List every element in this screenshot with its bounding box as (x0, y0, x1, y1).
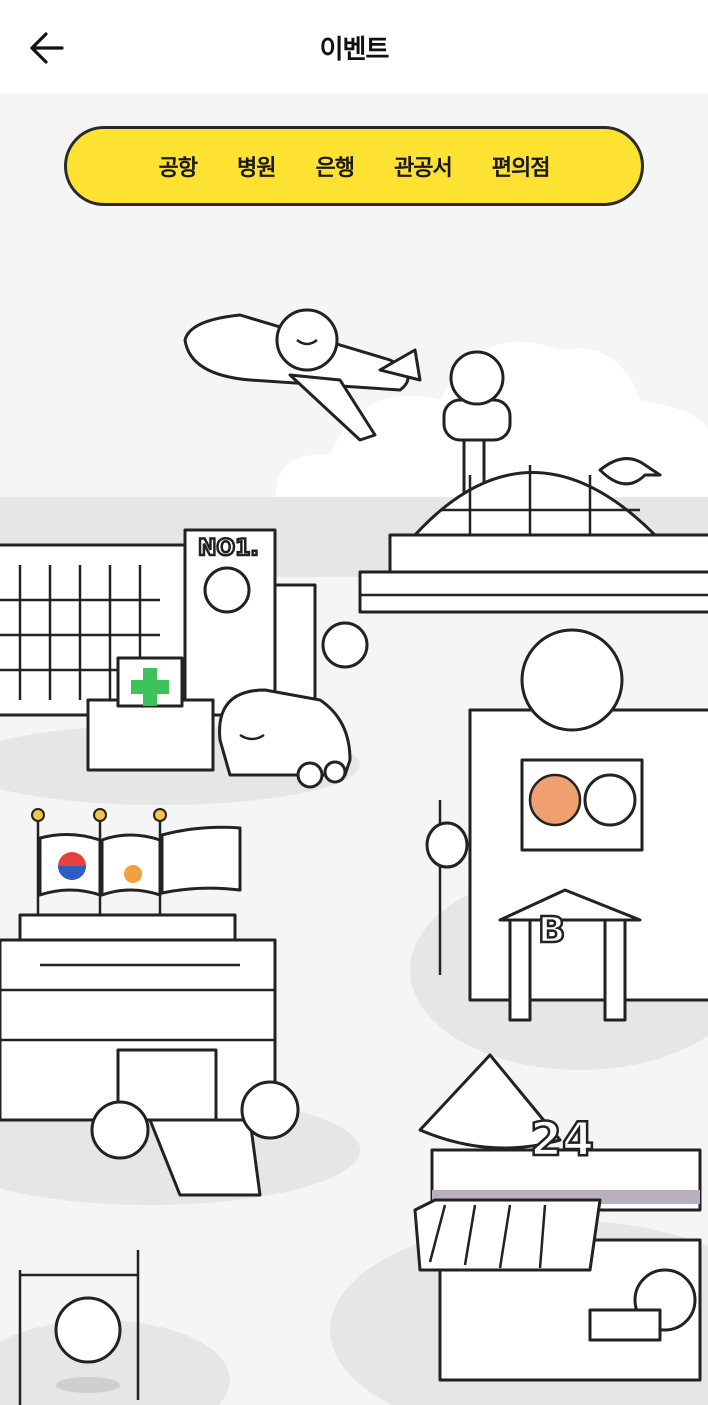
store-sign: 24 (530, 1112, 594, 1166)
nav-item-government-office[interactable]: 관공서 (393, 156, 453, 181)
nav-item-hospital[interactable]: 병원 (237, 156, 276, 181)
town-illustration: NO1. B (0, 308, 708, 1405)
page-title: 이벤트 (319, 34, 390, 65)
category-nav: 공항 병원 은행 관공서 편의점 (64, 126, 644, 206)
bank: B (425, 628, 708, 1022)
pull-up-bar (18, 1250, 140, 1405)
nav-item-airport[interactable]: 공항 (158, 156, 198, 181)
hospital: NO1. (0, 528, 369, 772)
bank-sign: B (538, 910, 565, 951)
nav-item-bank[interactable]: 은행 (315, 156, 355, 181)
nav-item-convenience-store[interactable]: 편의점 (491, 156, 551, 181)
ambulance (218, 688, 352, 789)
convenience-store: 24 (413, 1053, 702, 1382)
airport-terminal (358, 457, 708, 614)
government-office (0, 808, 300, 1197)
airplane (183, 308, 422, 442)
hospital-sign: NO1. (198, 536, 259, 561)
header: 이벤트 (0, 0, 708, 94)
arrow-left-icon[interactable] (26, 28, 66, 68)
